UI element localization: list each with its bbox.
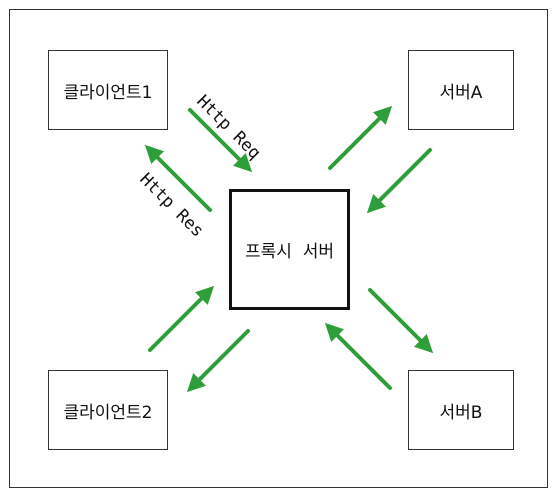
serverA-node: 서버A (408, 50, 514, 130)
serverA-label: 서버A (439, 82, 483, 103)
serverB-label: 서버B (439, 402, 483, 423)
client1-node: 클라이언트1 (48, 50, 168, 130)
arrow-serverA-to-proxy (366, 148, 432, 214)
proxy-server-node: 프록시 서버 (229, 189, 350, 310)
arrow-proxy-to-serverB (368, 288, 434, 354)
http-request-label: Http Req (192, 91, 264, 163)
http-response-label: Http Res (135, 169, 207, 241)
client2-node: 클라이언트2 (48, 370, 168, 450)
arrow-proxy-to-serverA (328, 105, 393, 170)
arrow-client1-to-proxy (188, 108, 253, 173)
diagram-frame (9, 9, 548, 488)
serverB-node: 서버B (408, 370, 514, 450)
client2-label: 클라이언트2 (63, 402, 153, 423)
proxy-server-label: 프록시 서버 (244, 242, 334, 262)
arrow-proxy-to-client1 (144, 144, 212, 212)
arrow-client2-to-proxy (148, 285, 215, 352)
arrow-serverB-to-proxy (324, 322, 392, 390)
arrow-proxy-to-client2 (186, 329, 250, 393)
client1-label: 클라이언트1 (63, 82, 153, 103)
